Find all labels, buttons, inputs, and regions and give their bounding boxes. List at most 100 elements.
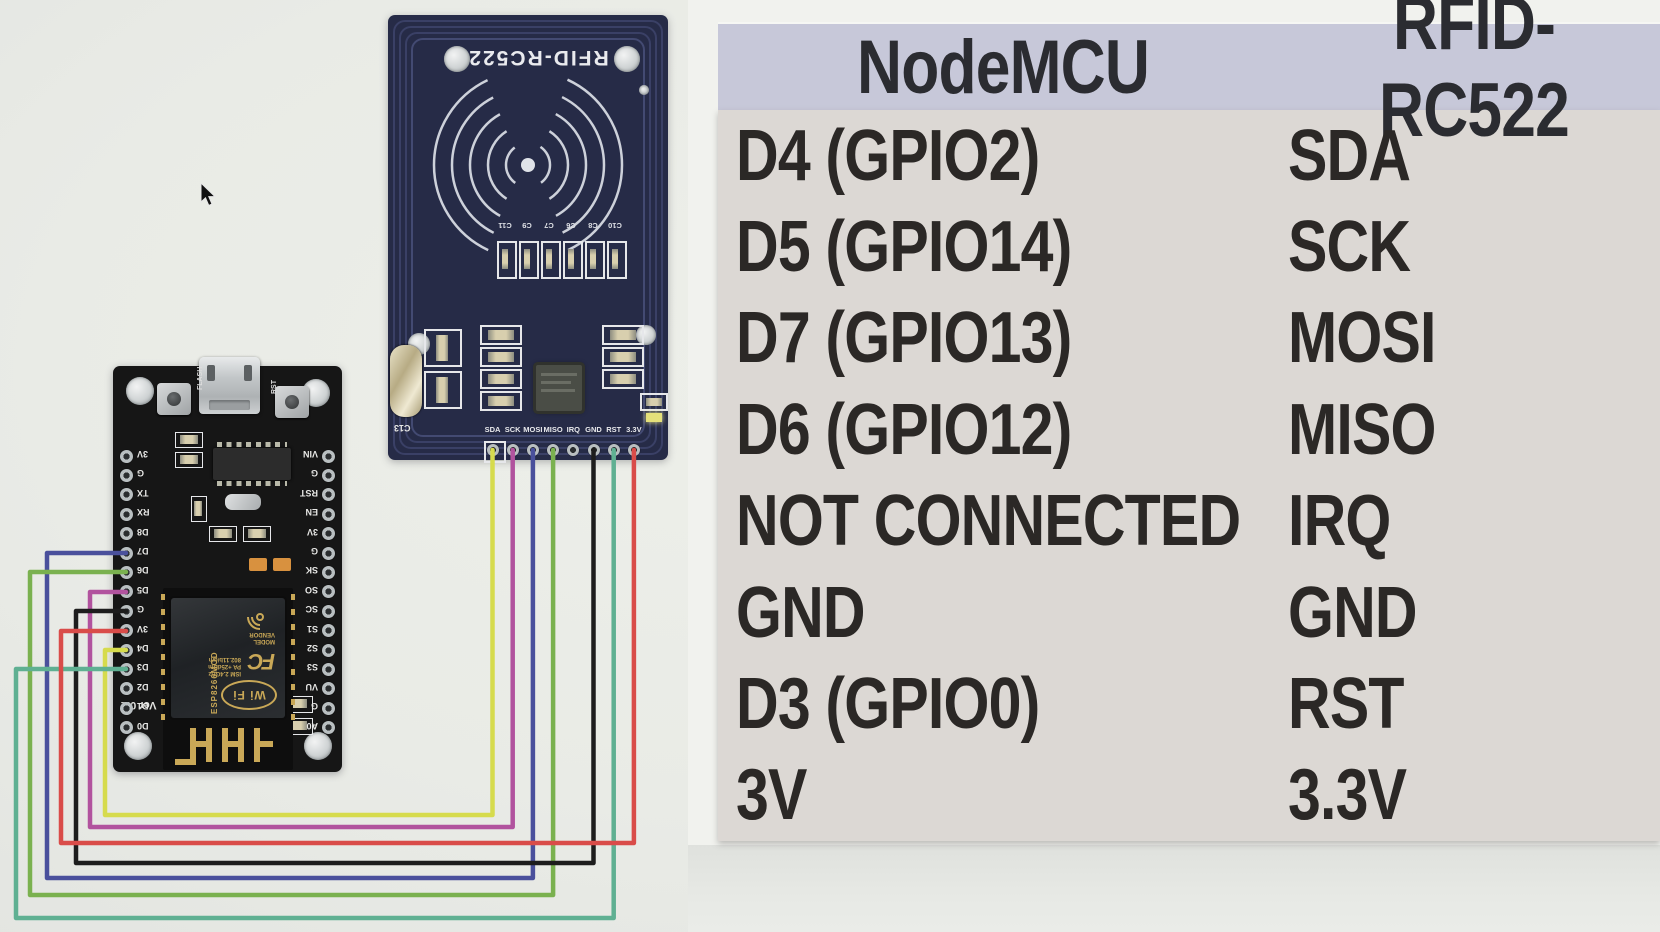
pin-label-left: D5 xyxy=(137,584,149,595)
tuning-cap-c6 xyxy=(563,241,583,279)
pin-hole-s3-right xyxy=(322,662,335,676)
pin-hole-d8-left xyxy=(120,527,133,541)
pin-label-left: RX xyxy=(137,507,150,518)
pin-label-right: G xyxy=(310,701,318,712)
pin-hole-3v-right xyxy=(322,527,335,541)
flash-button xyxy=(157,383,191,415)
via-hole xyxy=(639,85,649,95)
cap-label-c10: C10 xyxy=(608,221,622,230)
pin-hole-vin-right xyxy=(322,449,335,463)
table-row: D5 (GPIO14) SCK xyxy=(718,201,1660,293)
crystal-oscillator xyxy=(390,345,422,417)
smd-component xyxy=(480,347,522,367)
mounting-hole xyxy=(614,46,640,72)
pin-label-left: D3 xyxy=(137,662,149,673)
rfid-pin-hole-sck xyxy=(506,444,519,456)
crystal-oscillator xyxy=(225,494,261,510)
table-body: D4 (GPIO2) SDA D5 (GPIO14) SCK D7 (GPIO1… xyxy=(718,110,1660,842)
table-header-row: NodeMCU RFID-RC522 xyxy=(718,0,1660,153)
smd-component xyxy=(191,496,207,522)
table-row: D3 (GPIO0) RST xyxy=(718,658,1660,750)
cap-body xyxy=(612,249,618,269)
pin-label-right: SK xyxy=(305,565,318,576)
cap-body xyxy=(502,249,508,269)
pin-hole-d3-left xyxy=(120,662,133,676)
wifi-logo: Wi Fi xyxy=(221,680,277,710)
table-row: D7 (GPIO13) MOSI xyxy=(718,292,1660,385)
mounting-hole xyxy=(304,732,332,760)
cap-label-c9: C9 xyxy=(522,221,532,230)
ch340-chip xyxy=(213,442,291,486)
pin-hole-g-right xyxy=(322,468,335,482)
cap-label-c7: C7 xyxy=(544,221,554,230)
antenna-swirl-icon xyxy=(247,613,264,630)
pin-hole-en-right xyxy=(322,507,335,521)
rfid-pin-hole-rst xyxy=(607,444,620,456)
pin-label-left: D8 xyxy=(137,526,149,537)
sda-pin-marker xyxy=(484,441,506,463)
smd-component xyxy=(243,526,271,542)
tuning-cap-c10 xyxy=(607,241,627,279)
rfid-pin-label-sck: SCK xyxy=(504,425,521,434)
tuning-cap-c8 xyxy=(585,241,605,279)
pin-label-right: G xyxy=(310,468,318,479)
rfid-pin-label-gnd: GND xyxy=(585,425,602,434)
pin-label-right: EN xyxy=(305,507,318,518)
rfid-pin-label-sda: SDA xyxy=(484,425,501,434)
pin-label-right: A0 xyxy=(306,720,318,731)
rfid-pin-label-mosi: MOSI xyxy=(523,425,543,434)
pin-hole-s1-right xyxy=(322,624,335,638)
micro-usb-port xyxy=(199,357,260,414)
pin-hole-d6-left xyxy=(120,565,133,579)
pin-hole-vu-right xyxy=(322,682,335,696)
antenna-trace-ring xyxy=(405,32,651,443)
pin-label-left: D1 xyxy=(137,701,149,712)
reset-button xyxy=(275,386,309,418)
rfid-pin-label-rst: RST xyxy=(606,425,622,434)
pin-hole-d7-left xyxy=(120,546,133,560)
pin-hole-d0-left xyxy=(120,721,133,735)
pin-label-right: SO xyxy=(304,584,318,595)
pin-label-left: G xyxy=(137,468,145,479)
esp-specs-label: ISM 2.4GHz PA +25dBm 802.11b/g/n xyxy=(208,656,241,676)
cap-body xyxy=(590,249,596,269)
pin-label-right: G xyxy=(310,546,318,556)
pin-label-right: SC xyxy=(305,604,318,615)
pin-hole-d2-left xyxy=(120,682,133,696)
pin-label-left: D4 xyxy=(137,643,149,653)
mouse-cursor-icon xyxy=(200,183,217,207)
pin-mapping-table: NodeMCU RFID-RC522 D4 (GPIO2) SDA D5 (GP… xyxy=(718,0,1660,842)
panel-footer-area xyxy=(688,845,1660,932)
cap-label-c6: C6 xyxy=(566,221,576,230)
esp-vendor-label: MODEL VENDOR xyxy=(249,631,275,644)
cap-body xyxy=(568,249,574,269)
pin-label-left: TX xyxy=(137,487,149,498)
mounting-hole xyxy=(444,46,470,72)
pin-label-right: S2 xyxy=(306,643,318,653)
table-row: D6 (GPIO12) MISO xyxy=(718,384,1660,476)
pin-label-right: S3 xyxy=(306,662,318,673)
smd-component xyxy=(602,325,644,345)
status-led xyxy=(646,413,662,422)
smd-component xyxy=(602,347,644,367)
table-row: NOT CONNECTED IRQ xyxy=(718,475,1660,567)
mounting-hole xyxy=(124,732,152,760)
smd-component xyxy=(209,526,237,542)
table-row: D4 (GPIO2) SDA xyxy=(718,110,1660,202)
tuning-cap-c9 xyxy=(519,241,539,279)
pin-label-left: D6 xyxy=(137,565,149,576)
pin-hole-d1-left xyxy=(120,701,133,715)
pin-hole-so-right xyxy=(322,585,335,599)
smd-component xyxy=(480,391,522,411)
pin-label-left: D7 xyxy=(137,546,149,556)
pin-label-right: 3V xyxy=(306,526,318,537)
esp-module-shield: Wi Fi ESP8266MOD FC ISM 2.4GHz PA +25dBm… xyxy=(171,598,285,718)
pin-hole-a0-right xyxy=(322,721,335,735)
smd-component xyxy=(480,325,522,345)
column-header-nodemcu: NodeMCU xyxy=(857,24,1150,110)
pin-hole-d5-left xyxy=(120,585,133,599)
pin-label-right: S1 xyxy=(306,623,318,634)
pin-label-left: D0 xyxy=(137,720,149,731)
smd-component xyxy=(424,329,462,367)
